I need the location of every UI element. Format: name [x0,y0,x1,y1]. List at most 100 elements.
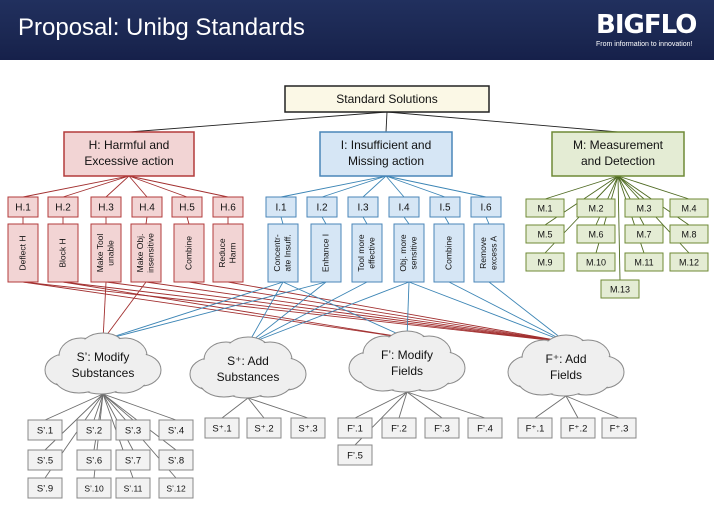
cloud-sub-code-label: S⁺.2 [254,424,273,435]
harmful-to-cloud-link [62,281,567,343]
cloud-sub-code-label: S’.4 [168,426,184,437]
insufficient-descriptor-label: effective [367,237,377,269]
category-harmful-label: Excessive action [84,154,173,168]
category-insufficient [319,131,453,177]
harmful-code-box [171,196,203,218]
insufficient-code-box [429,196,461,218]
measurement-code-box [576,224,616,244]
measurement-code-label: M.7 [636,229,651,239]
cloud-sub-code-label: S’.12 [166,483,186,493]
measurement-code-box [576,198,616,218]
category-measurement-label: M: Measurement [573,138,664,152]
insufficient-descriptor-label: Combine [443,236,453,270]
root-connector [128,111,388,133]
insufficient-code-box [265,196,297,218]
harmful-code-label: H.6 [220,203,236,214]
cloud-sub-connector [565,395,579,419]
harmful-code-connector [128,175,188,198]
cloud-label: Substances [217,370,280,384]
insufficient-code-label: I.3 [357,203,369,214]
category-harmful-label: H: Harmful and [89,138,170,152]
cloud-sub-code-box [158,449,194,471]
harmful-code-box [90,196,122,218]
cloud-sub-connector [565,395,620,419]
measurement-connector [617,175,645,200]
cloud-sub-code-box [115,449,151,471]
harmful-descriptor-label: Make Obj. [135,234,145,273]
harmful-desc-connector [145,216,148,225]
root-standard-solutions [284,85,490,113]
measurement-code-label: M.4 [681,203,696,213]
root-label: Standard Solutions [336,92,437,106]
cloud-sub-code-box [204,417,240,439]
cloud-sub-code-box [27,477,63,499]
cloud-add-fields [507,334,625,397]
harmful-descriptor-box [212,223,244,283]
cloud-sub-code-label: S⁺.3 [298,424,317,435]
harmful-to-cloud-link [102,281,147,341]
cloud-sub-code-box [424,417,460,439]
harmful-descriptor-box [90,223,122,283]
measurement-code-box [669,198,709,218]
insufficient-descriptor-box [351,223,383,283]
cloud-label: S⁺: Add [227,354,269,368]
harmful-code-connector [128,175,148,198]
cloud-sub-code-label: S’.9 [37,484,53,495]
insufficient-desc-connector [362,216,368,225]
insufficient-descriptor-label: Remove [478,237,488,269]
harmful-to-cloud-link [227,281,567,343]
harmful-code-label: H.4 [139,203,155,214]
cloud-sub-code-label: S’.5 [37,456,53,467]
insufficient-code-box [388,196,420,218]
slide-header: Proposal: Unibg Standards BIGFLO From in… [0,0,714,60]
cloud-fill [521,349,611,387]
cloud-sub-code-label: S’.3 [125,426,141,437]
insufficient-descriptor-box [393,223,425,283]
harmful-descriptor-label: Combine [183,236,193,270]
insufficient-code-label: I.2 [316,203,328,214]
insufficient-code-connector [280,175,387,198]
cloud-fill [58,347,148,385]
cloud-label: S’: Modify [77,350,130,364]
cloud-sub-connector [221,397,249,419]
harmful-code-label: H.1 [15,203,31,214]
insufficient-descriptor-label: Concentr- [272,234,282,271]
category-insufficient-label: Missing action [348,154,424,168]
measurement-code-label: M.11 [634,257,653,267]
insufficient-code-box [470,196,502,218]
cloud-sub-code-box [115,477,151,499]
measurement-code-box [624,224,664,244]
measurement-connector [617,175,690,200]
cloud-sub-connector [44,393,104,451]
cloud-sub-code-box [76,477,112,499]
cloud-sub-connector [247,397,309,419]
cloud-sub-code-label: F’.2 [391,424,407,435]
cloud-sub-connector [354,391,408,419]
root-connector [386,111,619,133]
measurement-code-label: M.6 [588,229,603,239]
measurement-code-label: M.10 [586,257,606,267]
category-harmful [63,131,195,177]
measurement-connector [544,175,619,200]
insufficient-to-cloud-link [247,281,410,345]
cloud-fill [203,351,293,389]
measurement-code-box [525,252,565,272]
harmful-code-connector [105,175,130,198]
cloud-sub-code-box [158,419,194,441]
cloud-sub-code-label: S’.11 [124,483,143,493]
cloud-sub-code-box [246,417,282,439]
cloud-label: Substances [72,366,135,380]
cloud-sub-code-label: F⁺.3 [610,424,629,435]
insufficient-code-box [306,196,338,218]
harmful-to-cloud-link [145,281,567,343]
harmful-descriptor-box [47,223,79,283]
cloud-modify-substances [44,332,162,395]
measurement-code-label: M.12 [679,257,699,267]
measurement-code-box [624,198,664,218]
cloud-sub-code-box [76,449,112,471]
measurement-code-label: M.1 [537,203,552,213]
measurement-code-label: M.8 [681,229,696,239]
harmful-to-cloud-link [62,281,408,339]
